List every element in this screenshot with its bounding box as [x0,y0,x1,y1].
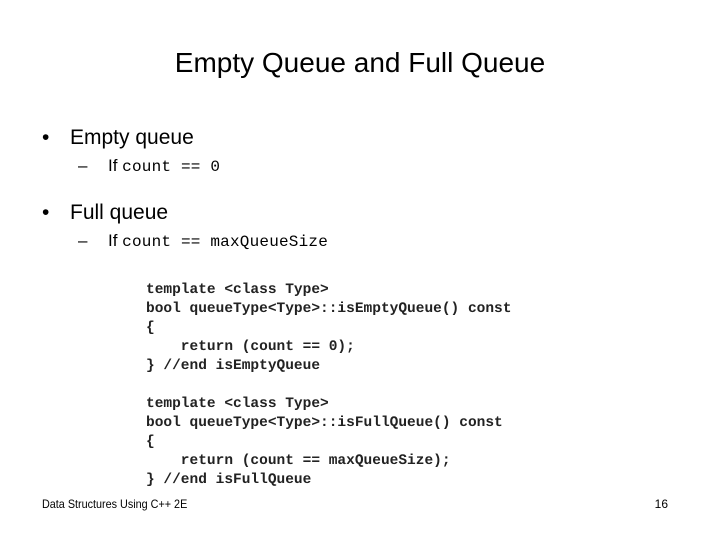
code-block-is-empty-queue: template <class Type> bool queueType<Typ… [146,281,512,374]
subbullet-empty-queue-condition: – If count == 0 [36,154,676,179]
bullet-full-queue: • Full queue [36,199,676,227]
slide-footer: Data Structures Using C++ 2E 16 [42,496,678,514]
bullet-dot-icon: • [42,201,50,224]
slide-body: • Empty queue – If count == 0 • Full que… [36,124,676,264]
dash-icon: – [78,231,88,250]
subbullet-full-keyword: If [108,231,123,250]
bullet-group-spacer [36,189,676,199]
page-title: Empty Queue and Full Queue [174,47,546,78]
subbullet-empty-code: count == 0 [122,158,221,176]
code-figure: template <class Type> bool queueType<Typ… [146,266,586,504]
bullet-empty-queue: • Empty queue [36,124,676,152]
page-number: 16 [654,497,668,511]
footer-source-text: Data Structures Using C++ 2E [42,497,188,511]
dash-icon: – [78,156,88,175]
code-block-is-full-queue: template <class Type> bool queueType<Typ… [146,395,503,488]
subbullet-full-code: count == maxQueueSize [122,233,329,251]
subbullet-full-queue-condition: – If count == maxQueueSize [36,229,676,254]
bullet-full-queue-label: Full queue [70,201,169,224]
bullet-dot-icon: • [42,126,50,149]
bullet-empty-queue-label: Empty queue [70,126,194,149]
subbullet-empty-keyword: If [108,156,123,175]
